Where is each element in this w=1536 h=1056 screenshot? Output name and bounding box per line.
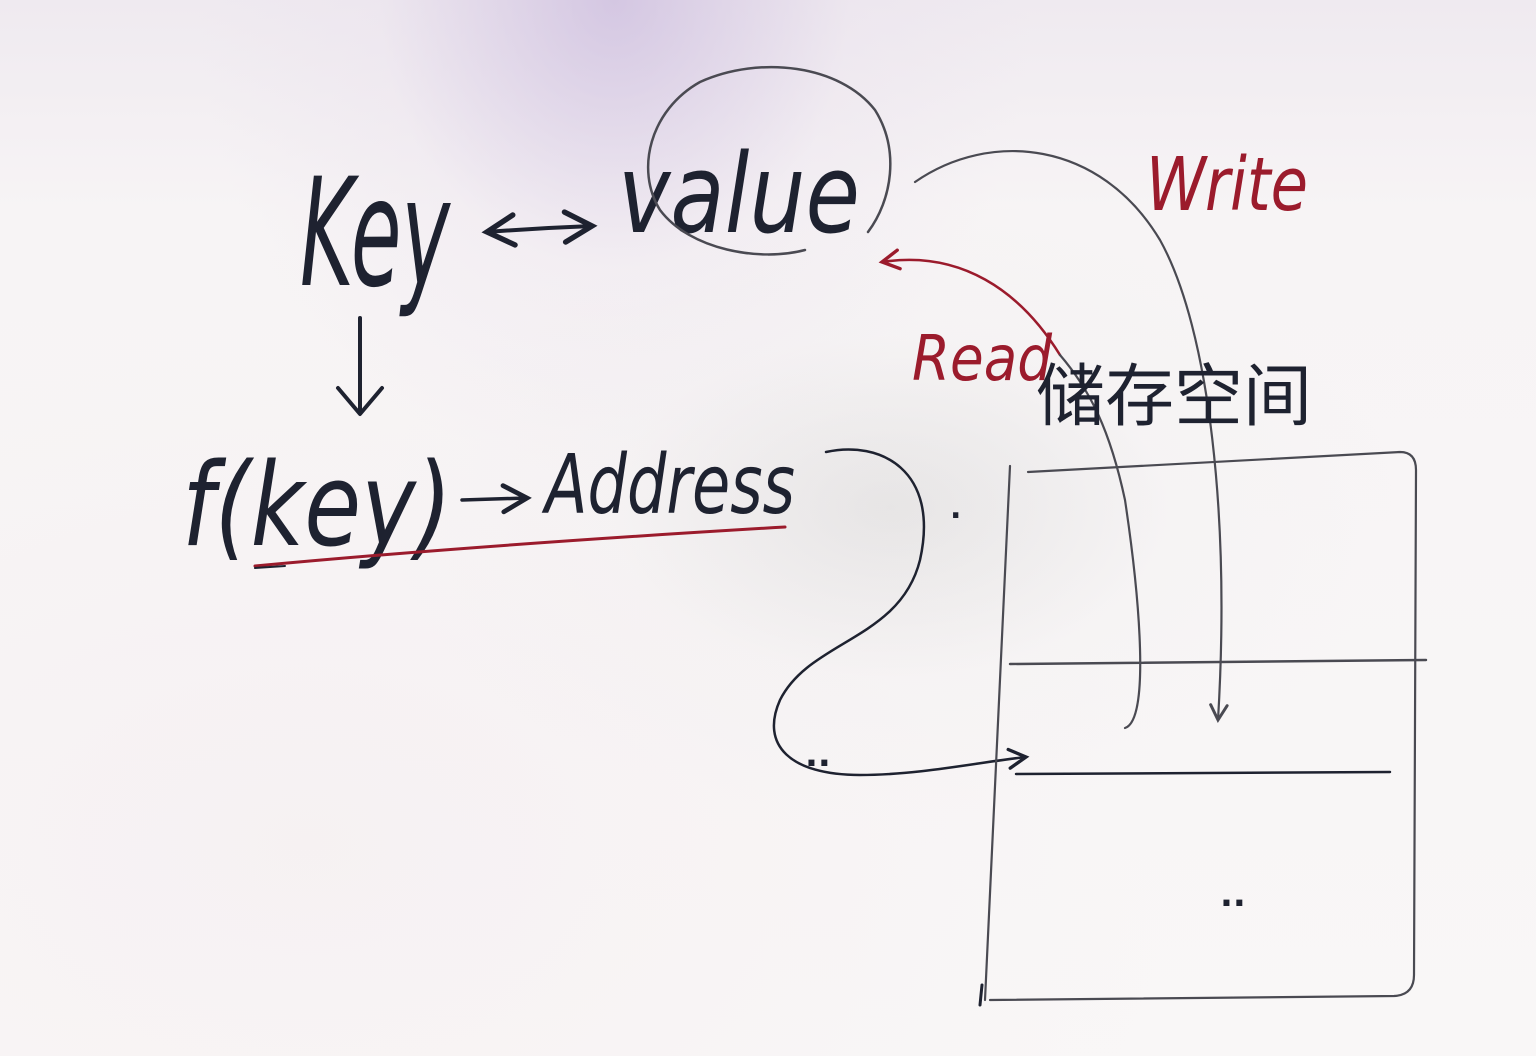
key-label: Key [300, 147, 451, 321]
key-down-arrowhead [336, 386, 384, 416]
write-label: Write [1146, 142, 1308, 228]
storage-box-corner-mark [978, 983, 984, 1007]
storage-box-outline [988, 450, 1418, 1002]
fkey-label: f(key) [182, 439, 452, 573]
key-value-bidirectional-arrow [481, 209, 598, 248]
storage-row-divider-2 [1014, 770, 1392, 776]
value-label: value [618, 130, 860, 258]
red-underline [253, 525, 787, 568]
storage-label: 储存空间 [1036, 358, 1312, 437]
curve-dots: .. [805, 735, 831, 775]
read-label: Read [912, 322, 1053, 395]
address-label: Address [541, 438, 795, 533]
read-arrow-tail-segment [1058, 353, 1142, 730]
read-arrow-head-segment [878, 248, 1062, 357]
storage-box-left [983, 464, 1012, 1002]
write-arrow [913, 150, 1229, 724]
underline-start-stroke [254, 565, 286, 569]
stray-dot: . [950, 491, 961, 526]
value-circle [646, 65, 892, 256]
storage-row-divider-1 [1008, 658, 1428, 666]
storage-dots: .. [1220, 875, 1246, 915]
address-to-slot-arrow [772, 448, 1030, 777]
fkey-address-arrow [460, 483, 532, 515]
